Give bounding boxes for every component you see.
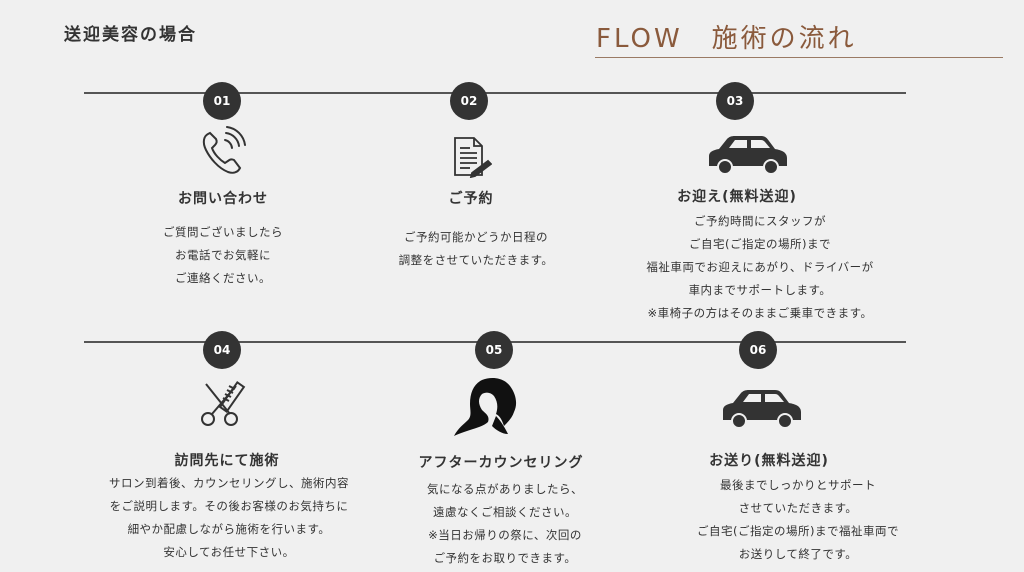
step-title: お問い合わせ (178, 191, 268, 207)
hair-silhouette-icon (452, 376, 522, 438)
step-number-badge: 06 (739, 331, 777, 369)
phone-icon (198, 126, 246, 176)
timeline-line-row1 (84, 92, 906, 94)
step-description: ご予約可能かどうか日程の 調整をさせていただきます。 (398, 230, 554, 267)
step-number-badge: 05 (475, 331, 513, 369)
step-number-badge: 03 (716, 82, 754, 120)
step-description: サロン到着後、カウンセリングし、施術内容 をご説明します。その後お客様のお気持ち… (109, 476, 349, 559)
document-icon (452, 136, 492, 178)
step-title: お迎え(無料送迎) (677, 189, 797, 205)
flow-title-underline (595, 57, 1003, 58)
scissors-comb-icon (198, 380, 246, 428)
step-number-badge: 04 (203, 331, 241, 369)
car-icon (705, 134, 789, 176)
step-description: 最後までしっかりとサポート させていただきます。 ご自宅(ご指定の場所)まで福祉… (697, 478, 899, 561)
flow-title: FLOW 施術の流れ (596, 24, 857, 54)
step-description: ご予約時間にスタッフが ご自宅(ご指定の場所)まで 福祉車両でお迎えにあがり、ド… (646, 214, 874, 320)
step-description: 気になる点がありましたら、 遠慮なくご相談ください。 ※当日お帰りの祭に、次回の… (427, 482, 583, 565)
car-icon (719, 388, 803, 430)
step-number-badge: 01 (203, 82, 241, 120)
page-heading: 送迎美容の場合 (64, 25, 197, 45)
step-description: ご質問ございましたら お電話でお気軽に ご連絡ください。 (163, 225, 283, 285)
step-title: アフターカウンセリング (418, 455, 584, 471)
step-title: お送り(無料送迎) (709, 453, 829, 469)
step-title: ご予約 (448, 191, 494, 207)
step-number-badge: 02 (450, 82, 488, 120)
step-title: 訪問先にて施術 (174, 453, 280, 469)
